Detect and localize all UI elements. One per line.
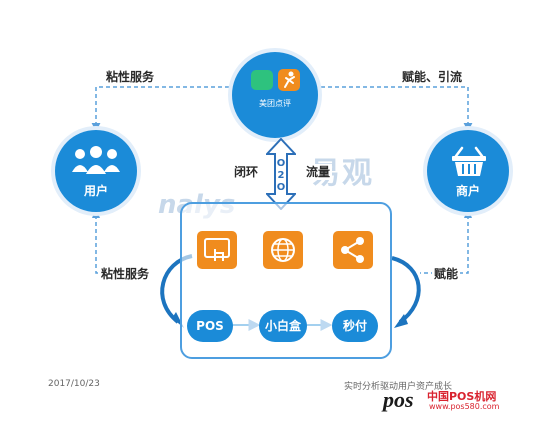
o2o-letter: O (276, 158, 286, 169)
edge-label-bottom-right: 赋能 (432, 266, 461, 282)
instant-pay-pill-label: 秒付 (342, 319, 367, 333)
app-logo-icon (251, 70, 273, 90)
edge-label-traffic: 流量 (304, 164, 333, 180)
footer-caption: 实时分析驱动用户资产成长 (344, 382, 453, 392)
site-logo-mark: pos (383, 387, 414, 412)
pos-pill[interactable] (187, 310, 233, 342)
o2o-letter: 2 (277, 170, 285, 181)
tablet-hand-icon[interactable] (197, 231, 237, 269)
edge-label-top-right: 赋能、引流 (400, 69, 465, 85)
edge-label-closed-loop: 闭环 (232, 164, 261, 180)
site-logo: pos 中国POS机网 www.pos580.com (383, 387, 543, 417)
instant-pay-pill[interactable] (332, 310, 378, 342)
site-logo-name: 中国POS机网 (427, 390, 497, 403)
share-icon[interactable] (333, 231, 373, 269)
o2o-letter: O (276, 182, 286, 193)
footer-date: 2017/10/23 (48, 379, 100, 389)
edge-label-bottom-left: 粘性服务 (99, 266, 152, 282)
site-logo-url: www.pos580.com (429, 402, 500, 411)
top-node-label: 美团点评 (259, 99, 291, 108)
merchant-node-label: 商户 (455, 184, 480, 198)
runner-logo-icon (278, 69, 300, 91)
basket-icon (450, 146, 488, 182)
top-node (232, 52, 318, 138)
users-icon (68, 146, 124, 180)
small-box-pill-label: 小白盒 (264, 319, 301, 333)
globe-icon[interactable] (263, 231, 303, 269)
user-node-label: 用户 (83, 184, 108, 198)
small-box-pill[interactable] (259, 310, 307, 342)
edge-label-top-left: 粘性服务 (104, 69, 157, 85)
pos-pill-label: POS (196, 319, 224, 333)
